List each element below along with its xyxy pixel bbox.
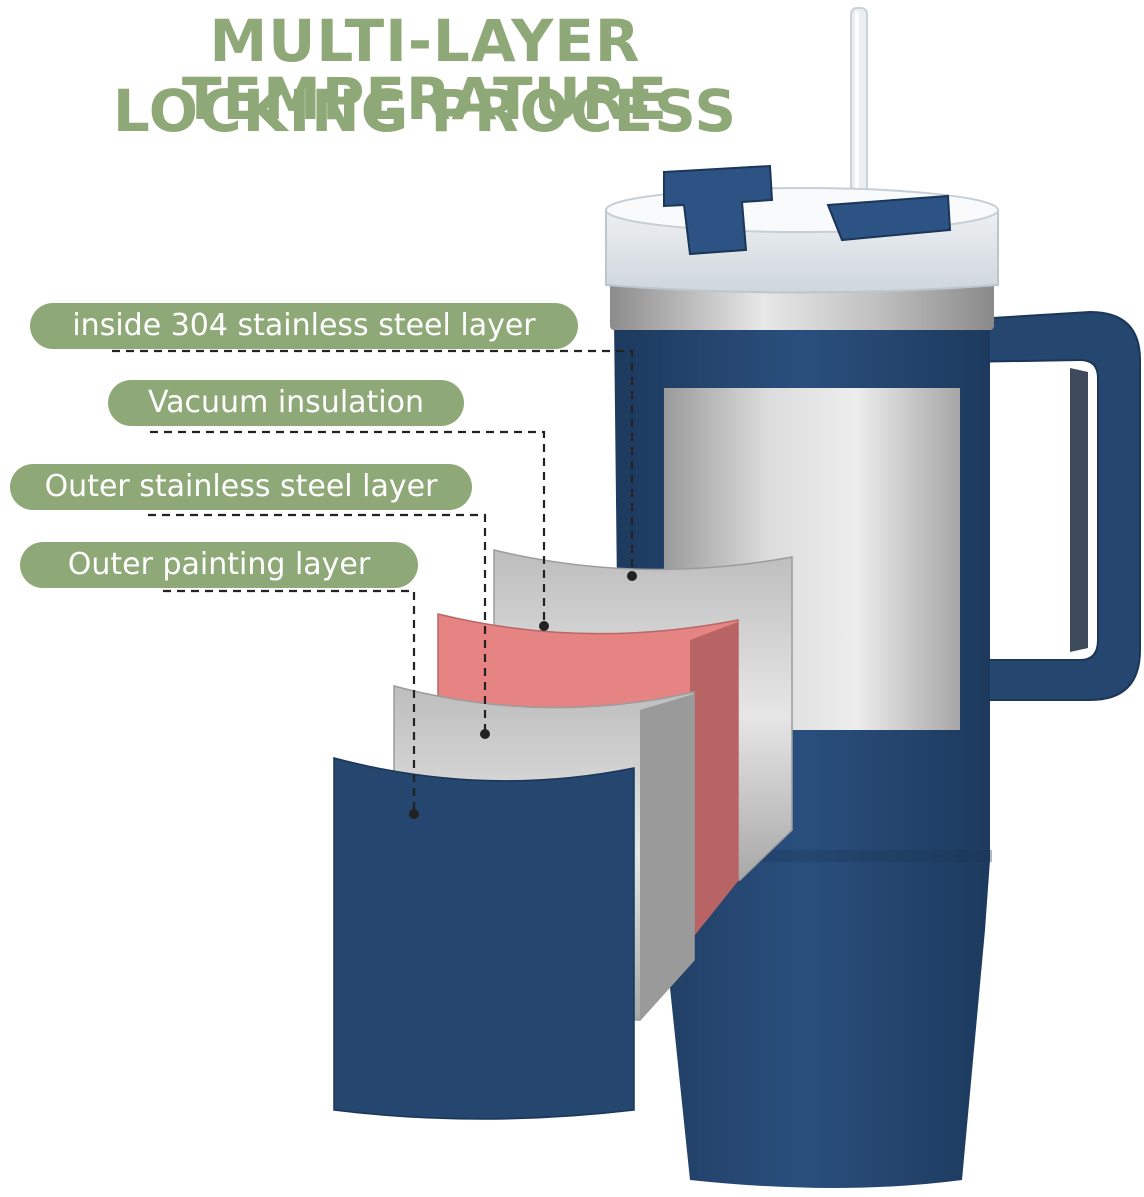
label-vacuum-insulation: Vacuum insulation xyxy=(108,380,464,426)
straw xyxy=(850,7,868,209)
label-outer-painting-layer: Outer painting layer xyxy=(20,542,418,588)
leader-dots xyxy=(409,571,637,819)
label-inside-steel-layer: inside 304 stainless steel layer xyxy=(30,303,578,349)
headline-line-1: MULTI-LAYER TEMPERATURE xyxy=(181,7,669,133)
lid xyxy=(605,164,999,294)
label-outer-steel-layer: Outer stainless steel layer xyxy=(10,464,472,510)
headline-line-2: LOCKING PROCESS xyxy=(112,77,738,145)
steel-rim xyxy=(610,282,994,330)
layer-outer-paint xyxy=(333,757,635,1120)
leader-lines xyxy=(112,349,634,810)
